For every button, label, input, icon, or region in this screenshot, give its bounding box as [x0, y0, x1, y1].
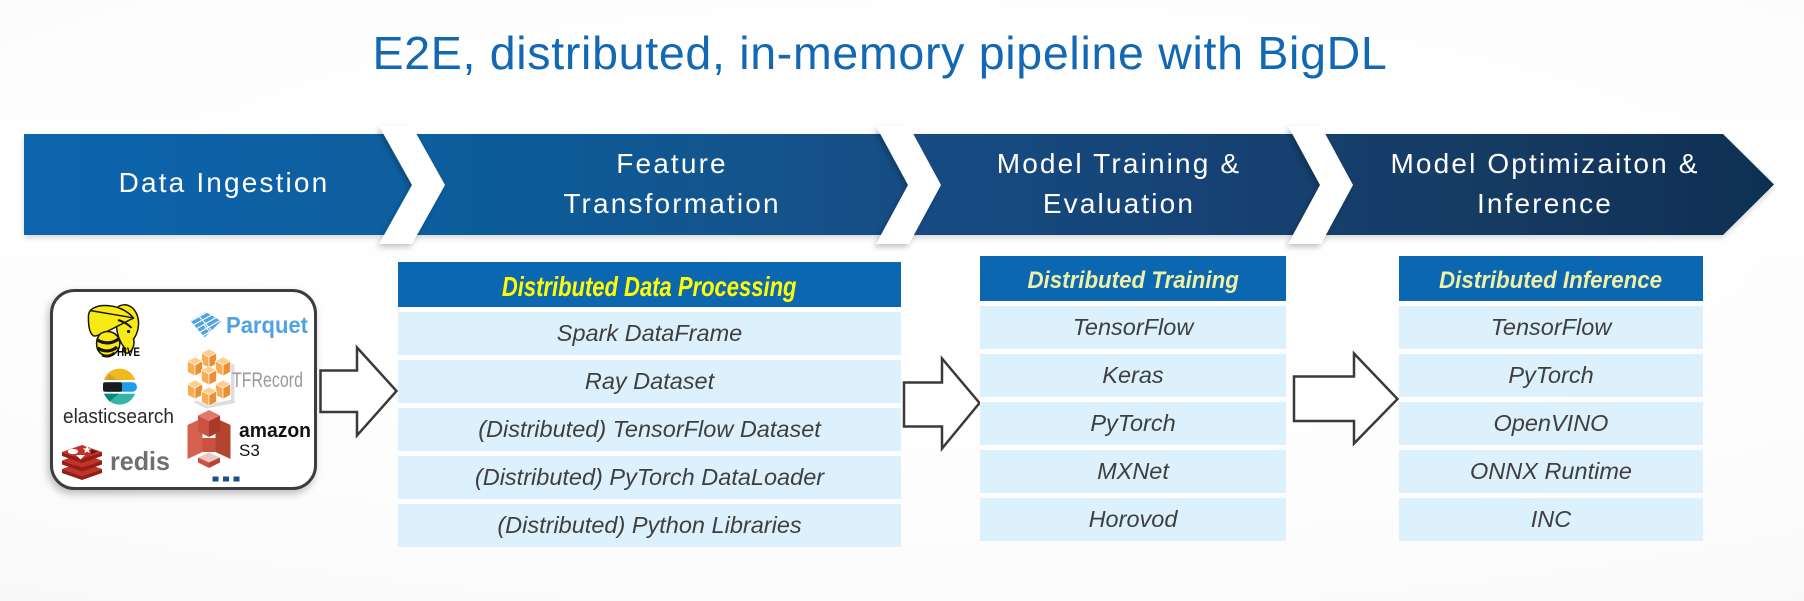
svg-text:S3: S3 [239, 441, 260, 460]
svg-text:elasticsearch: elasticsearch [63, 405, 174, 428]
svg-text:amazon: amazon [239, 420, 311, 442]
svg-text:HIVE: HIVE [117, 347, 140, 359]
svg-text:TFRecord: TFRecord [232, 369, 303, 392]
svg-text:Parquet: Parquet [226, 312, 308, 338]
svg-text:redis: redis [110, 446, 170, 476]
